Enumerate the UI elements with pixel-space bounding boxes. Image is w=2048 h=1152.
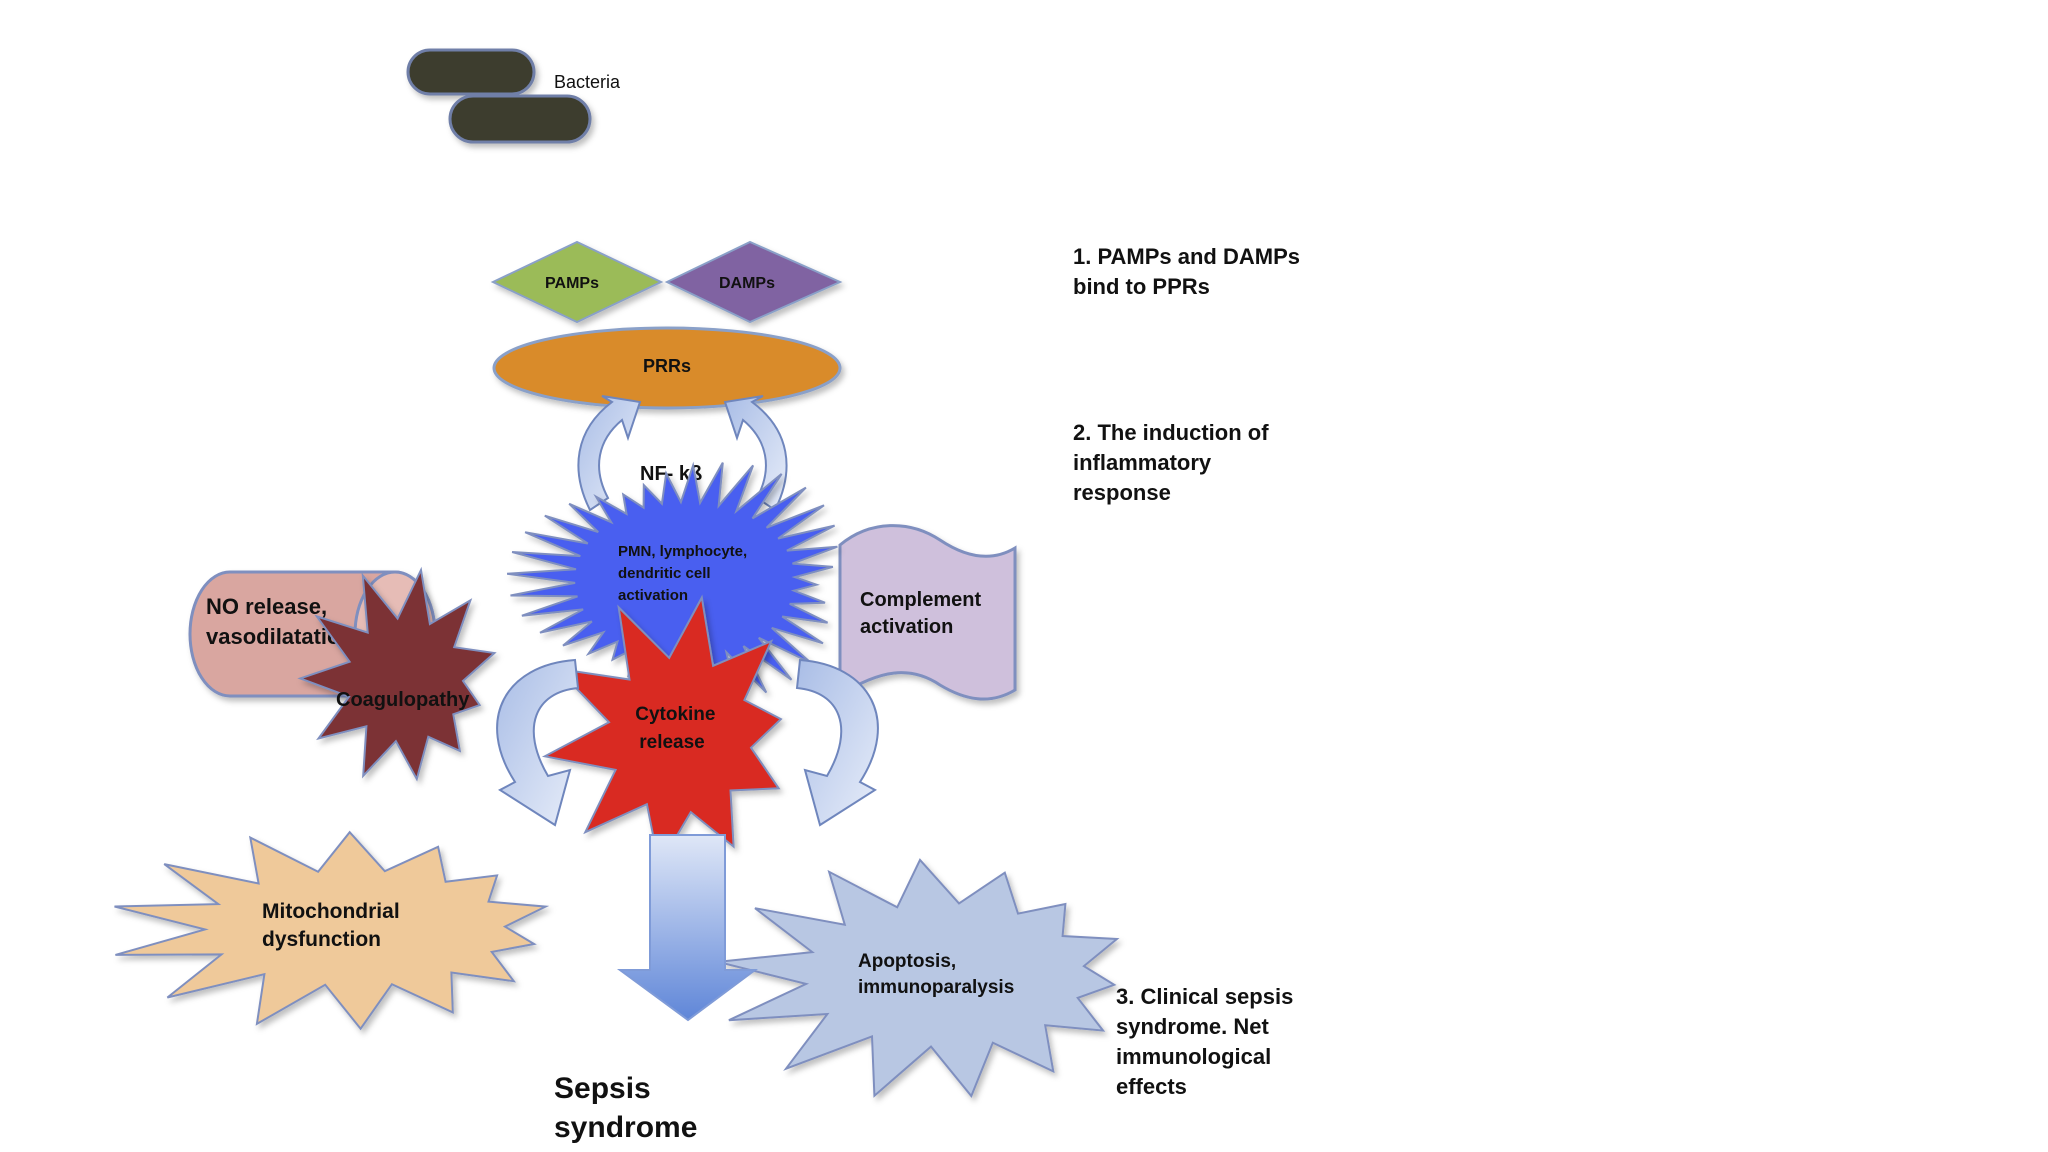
left-curved-arrow [577, 395, 642, 512]
step-1-text: 1. PAMPs and DAMPs bind to PPRs [1073, 244, 1300, 299]
cytokine-star [541, 594, 783, 869]
pamps-diamond [490, 240, 664, 324]
apoptosis-label: Apoptosis, immunoparalysis [858, 951, 1014, 998]
bacteria-label: Bacteria [554, 72, 621, 92]
complement-flag [838, 524, 1017, 701]
coagulopathy-label: Coagulopathy [336, 689, 470, 711]
lower-left-curved-arrow [496, 658, 580, 827]
prrs-ellipse [492, 326, 842, 410]
step-2-text: 2. The induction of inflammatory respons… [1073, 420, 1269, 505]
pmn-star [506, 461, 838, 702]
prrs-label: PRRs [643, 356, 691, 376]
mitochondrial-star [114, 830, 550, 1031]
damps-label: DAMPs [719, 275, 775, 292]
sepsis-syndrome-label: Sepsis syndrome [554, 1072, 697, 1144]
coagulopathy-star [297, 566, 497, 782]
down-arrow [616, 834, 759, 1022]
damps-diamond [664, 240, 843, 324]
pmn-label: PMN, lymphocyte, dendritic cell activati… [618, 543, 751, 604]
no-release-label: NO release, vasodilatation [206, 594, 354, 649]
cytokine-label: Cytokine release [635, 704, 721, 753]
nf-kb-label: NF- kß [640, 463, 702, 485]
mitochondrial-label: Mitochondrial dysfunction [262, 900, 406, 951]
lower-right-curved-arrow [795, 658, 879, 827]
bacteria-icon [406, 48, 592, 144]
pamps-label: PAMPs [545, 275, 599, 292]
step-3-text: 3. Clinical sepsis syndrome. Net immunol… [1116, 984, 1294, 1099]
complement-label: Complement activation [860, 589, 987, 638]
